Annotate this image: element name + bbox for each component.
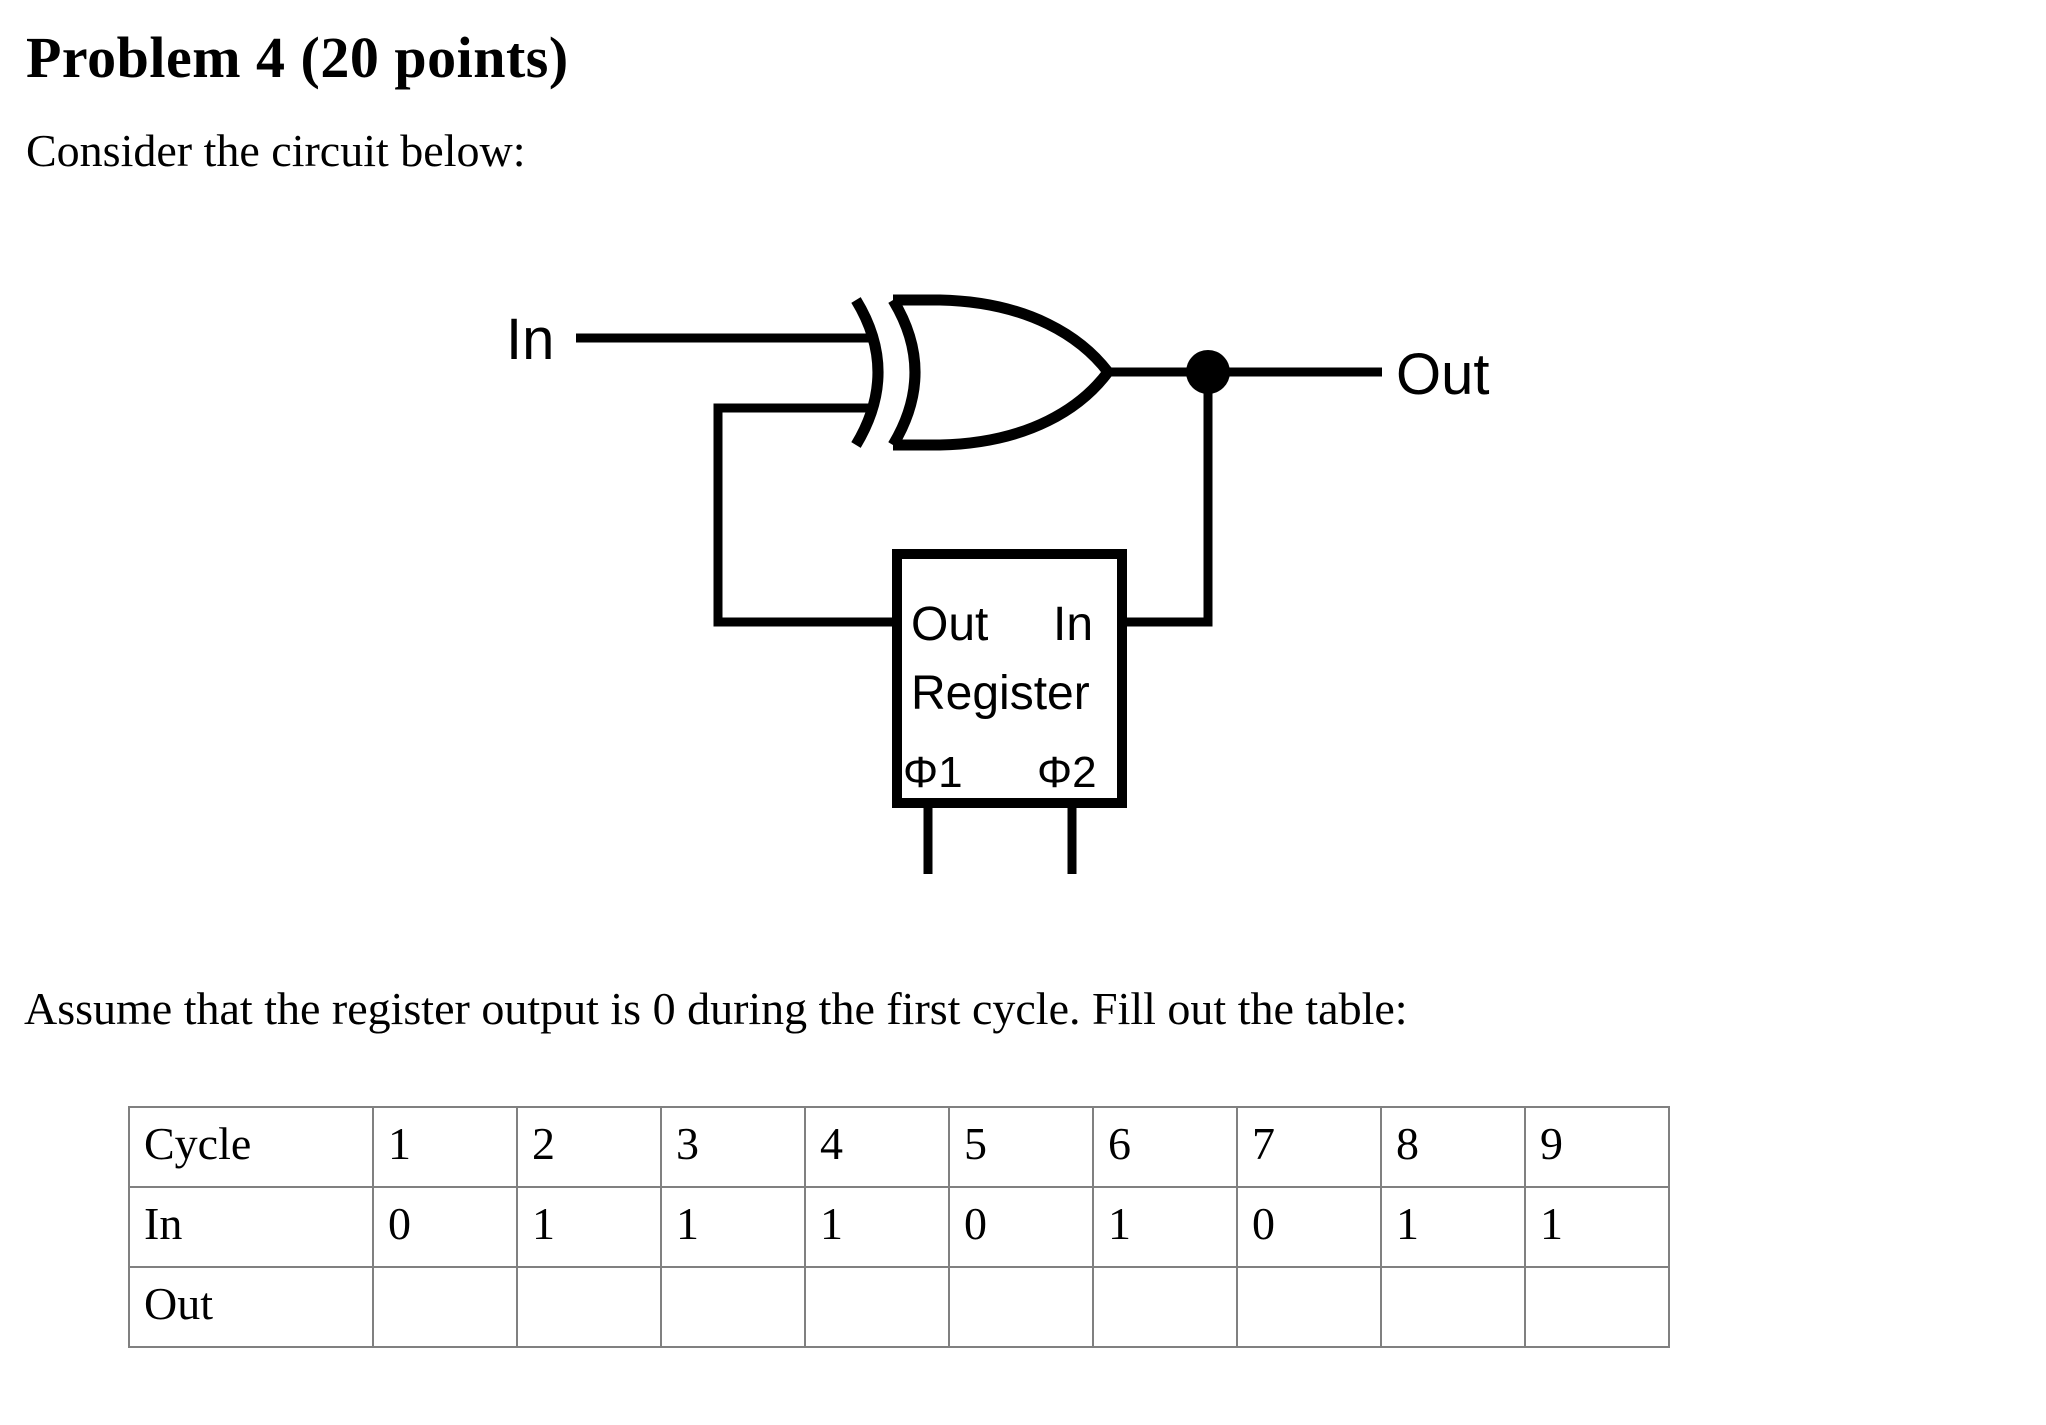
cell-in-4: 1 xyxy=(804,1186,950,1268)
cell-cycle-9: 9 xyxy=(1524,1106,1670,1188)
register-box xyxy=(892,549,1127,808)
cell-out-2[interactable] xyxy=(516,1266,662,1348)
register-out-port-label: Out xyxy=(911,598,988,651)
xor-gate-body xyxy=(893,294,1115,451)
register-name-label: Register xyxy=(911,667,1090,720)
xor-back-arc xyxy=(888,297,921,448)
cell-cycle-8: 8 xyxy=(1380,1106,1526,1188)
table-row-out: Out xyxy=(128,1266,1670,1348)
cell-in-8: 1 xyxy=(1380,1186,1526,1268)
register-in-port-label: In xyxy=(1053,598,1093,651)
cell-in-3: 1 xyxy=(660,1186,806,1268)
xor-extra-arc xyxy=(851,297,884,448)
page-title: Problem 4 (20 points) xyxy=(26,25,569,90)
intro-paragraph: Consider the circuit below: xyxy=(26,125,526,176)
cell-in-5: 0 xyxy=(948,1186,1094,1268)
cell-in-1: 0 xyxy=(372,1186,518,1268)
cell-in-9: 1 xyxy=(1524,1186,1670,1268)
cell-cycle-6: 6 xyxy=(1092,1106,1238,1188)
row-header-cycle: Cycle xyxy=(128,1106,374,1188)
input-label: In xyxy=(506,307,554,372)
table-row-in: In 0 1 1 1 0 1 0 1 1 xyxy=(128,1186,1670,1268)
cell-out-8[interactable] xyxy=(1380,1266,1526,1348)
assume-paragraph: Assume that the register output is 0 dur… xyxy=(24,983,1408,1034)
cell-in-7: 0 xyxy=(1236,1186,1382,1268)
register-clock2-label: Φ2 xyxy=(1037,748,1097,797)
cell-cycle-4: 4 xyxy=(804,1106,950,1188)
cell-out-1[interactable] xyxy=(372,1266,518,1348)
table-row-cycle: Cycle 1 2 3 4 5 6 7 8 9 xyxy=(128,1106,1670,1188)
cell-cycle-2: 2 xyxy=(516,1106,662,1188)
cell-cycle-1: 1 xyxy=(372,1106,518,1188)
cell-cycle-5: 5 xyxy=(948,1106,1094,1188)
cell-out-5[interactable] xyxy=(948,1266,1094,1348)
cell-in-2: 1 xyxy=(516,1186,662,1268)
output-label: Out xyxy=(1396,342,1490,407)
row-header-in: In xyxy=(128,1186,374,1268)
row-header-out: Out xyxy=(128,1266,374,1348)
cell-in-6: 1 xyxy=(1092,1186,1238,1268)
register-input-wire xyxy=(1122,372,1213,627)
circuit-diagram: In Out Out In Register Φ1 Φ2 xyxy=(0,190,2046,910)
cell-out-4[interactable] xyxy=(804,1266,950,1348)
register-clock1-label: Φ1 xyxy=(903,748,963,797)
cell-cycle-3: 3 xyxy=(660,1106,806,1188)
cycle-table-body: Cycle 1 2 3 4 5 6 7 8 9 In 0 1 1 1 0 1 0… xyxy=(128,1106,1670,1348)
circuit-svg: In Out Out In Register Φ1 Φ2 xyxy=(506,294,1490,874)
cell-out-3[interactable] xyxy=(660,1266,806,1348)
cycle-table: Cycle 1 2 3 4 5 6 7 8 9 In 0 1 1 1 0 1 0… xyxy=(128,1106,1670,1348)
cell-out-6[interactable] xyxy=(1092,1266,1238,1348)
cell-out-9[interactable] xyxy=(1524,1266,1670,1348)
cell-out-7[interactable] xyxy=(1236,1266,1382,1348)
feedback-wire xyxy=(713,403,897,627)
cell-cycle-7: 7 xyxy=(1236,1106,1382,1188)
